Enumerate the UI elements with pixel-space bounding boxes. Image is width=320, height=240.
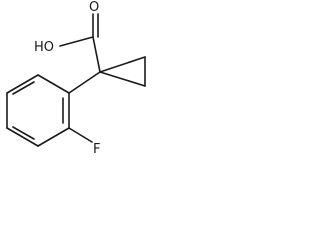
bond-phenyl-to-fluorine (68, 127, 93, 143)
atom-label-carbonyl-oxygen: O (89, 0, 99, 15)
bond-cyclopropane-1 (99, 56, 146, 73)
atom-label-fluorine: F (93, 142, 100, 157)
bond-carboxyl-carbon-to-hydroxyl (59, 36, 94, 47)
bond-benzene-c3-c4 (6, 127, 39, 147)
bond-quaternary-carbon-to-carboxyl-carbon (92, 36, 101, 73)
molecule-structure: O HO F (6, 0, 146, 157)
bond-quaternary-carbon-to-phenyl (68, 71, 101, 94)
atom-label-hydroxyl: HO (34, 40, 54, 55)
bond-benzene-c2-c3 (37, 127, 70, 147)
bond-benzene-inner-3 (12, 81, 35, 95)
bond-benzene-c6-c1 (37, 74, 70, 94)
bond-benzene-c5-c6 (6, 74, 39, 94)
bond-cyclopropane-3 (99, 71, 146, 87)
bond-benzene-inner-2 (12, 126, 35, 140)
